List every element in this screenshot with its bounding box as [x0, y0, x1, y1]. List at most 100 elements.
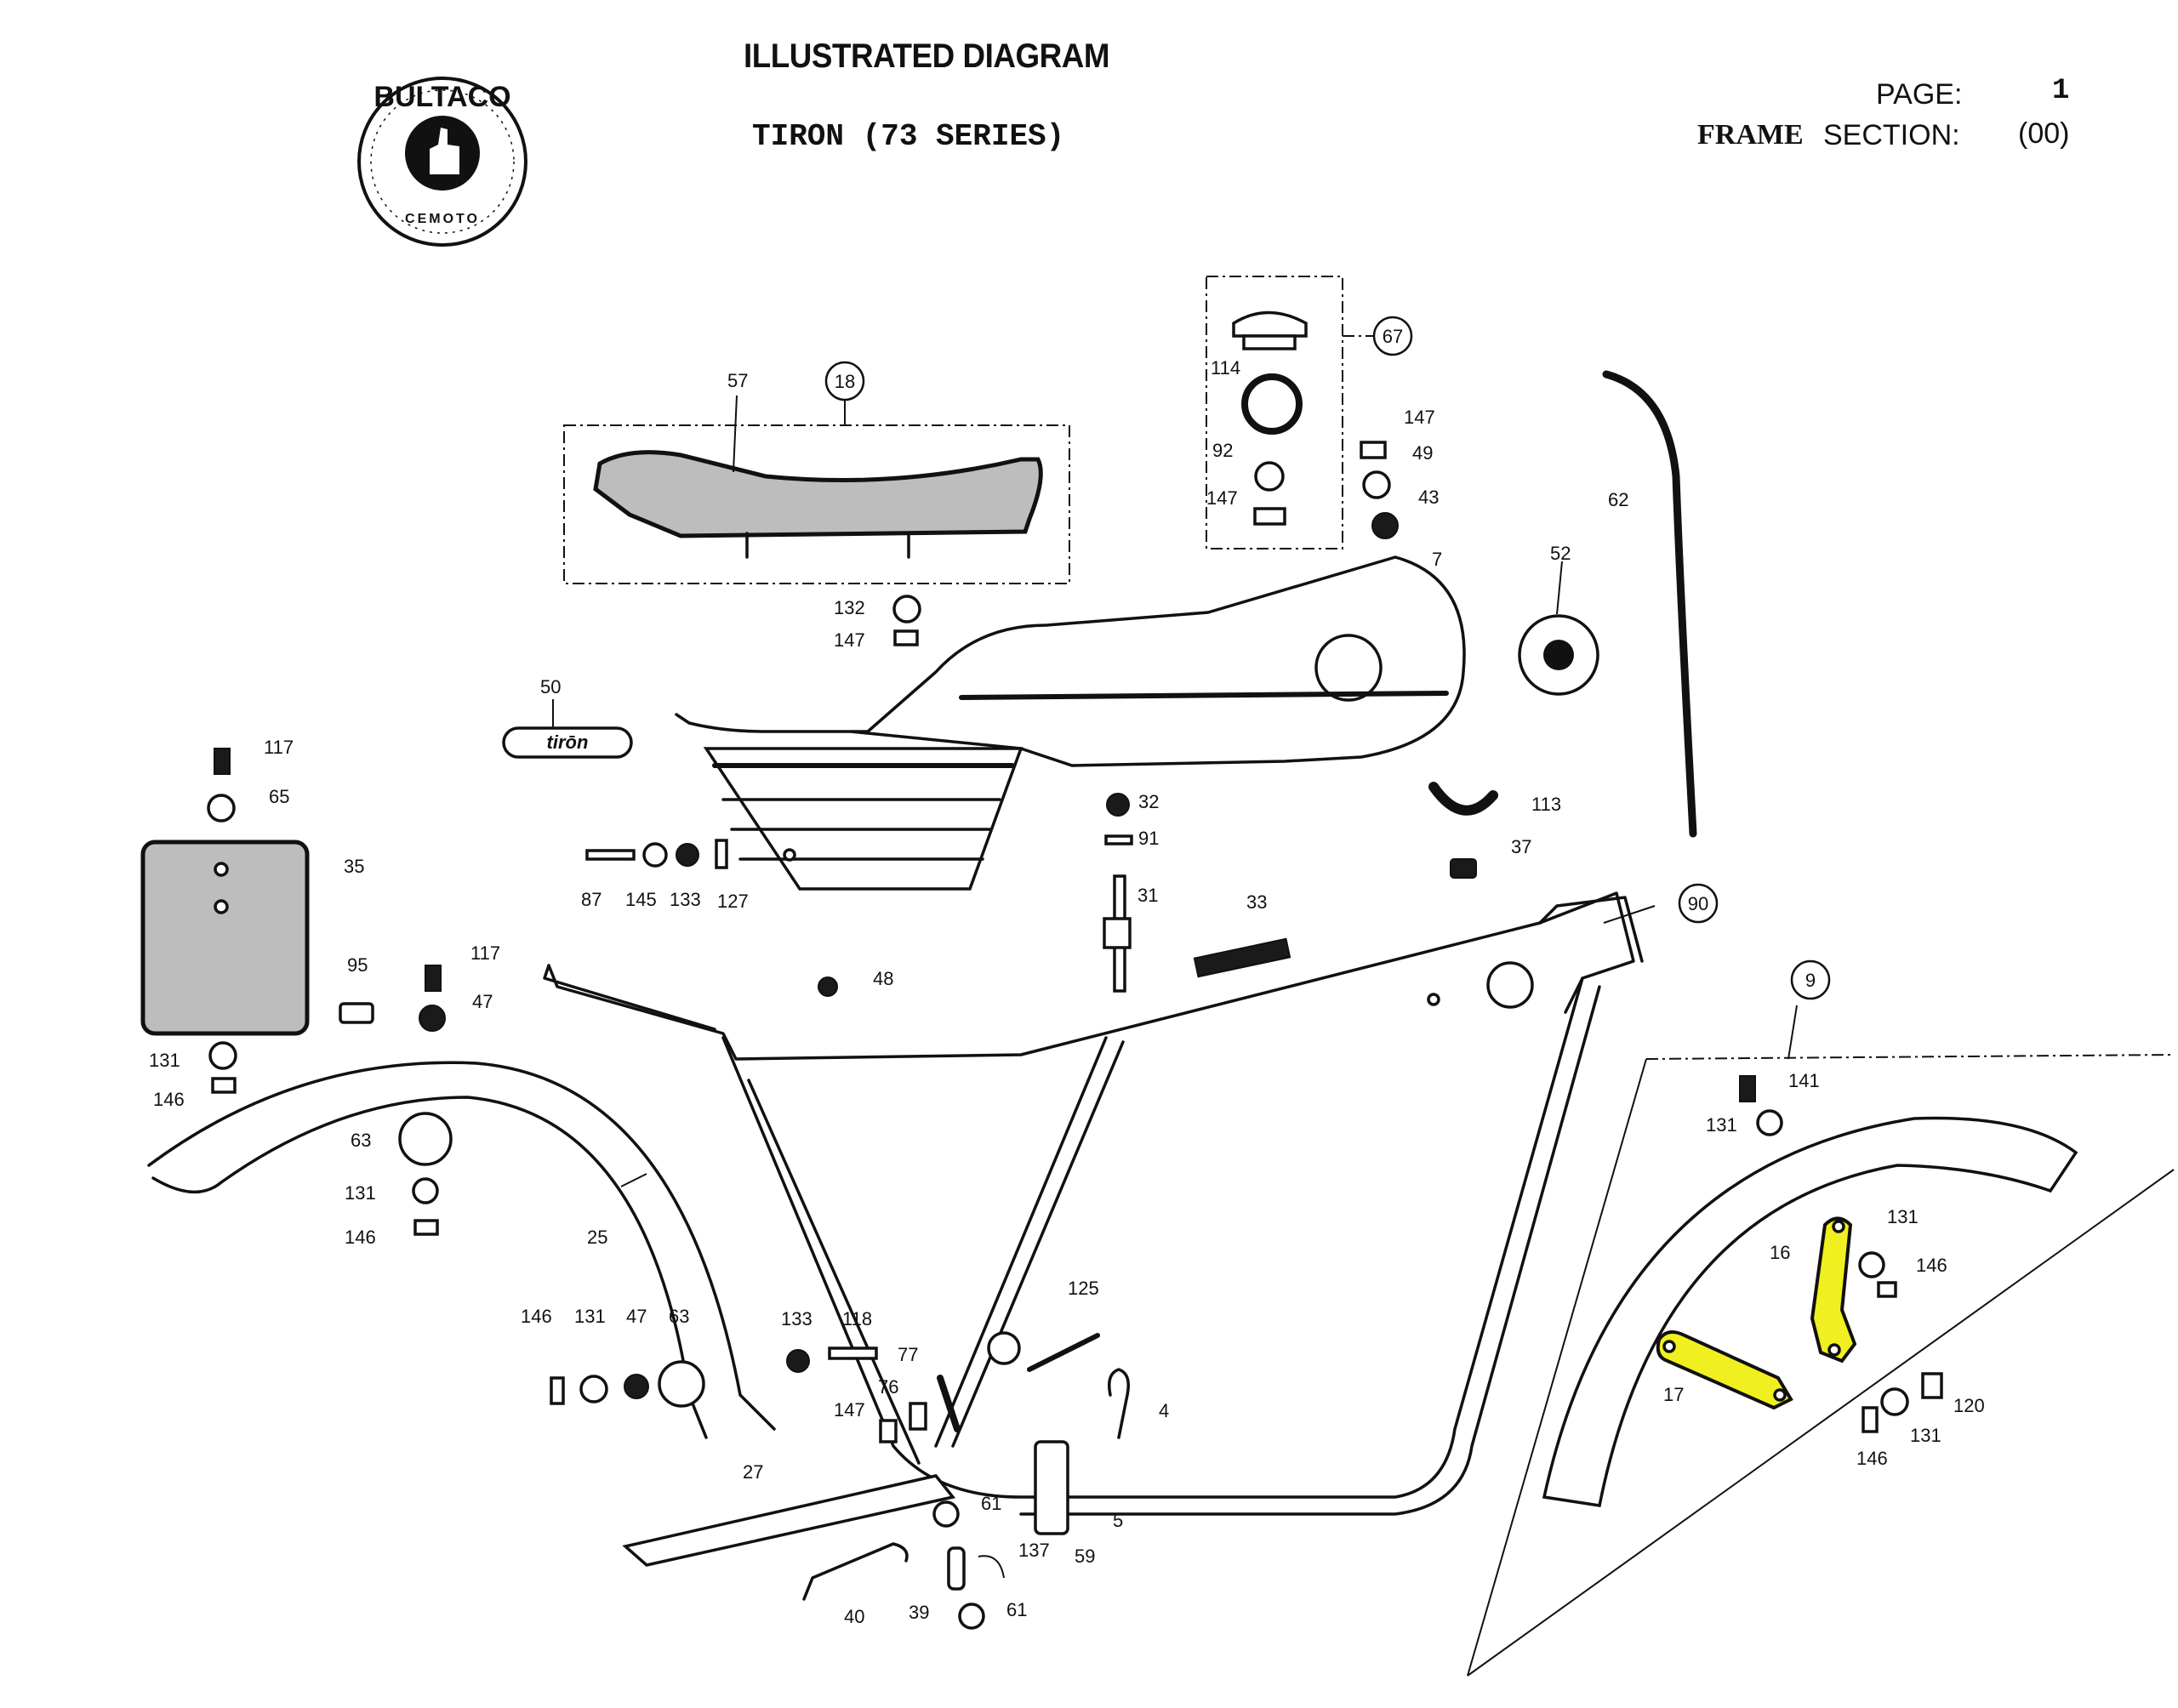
washer-131f-part[interactable] [1880, 1387, 1909, 1416]
bolt-117b-part[interactable] [425, 965, 442, 992]
bolt-120-part[interactable] [1921, 1372, 1943, 1399]
main-frame-part[interactable] [543, 883, 1719, 1516]
callout-147d: 147 [834, 1399, 865, 1420]
nut-146e-part[interactable] [1862, 1406, 1879, 1433]
washer-131-part[interactable] [208, 1041, 237, 1070]
bracket-17-part[interactable] [1656, 1330, 1793, 1410]
washer-61b-part[interactable] [958, 1603, 985, 1630]
nut-147d-part[interactable] [879, 1419, 898, 1443]
bultaco-logo-icon: BULTACO CEMOTO [357, 77, 527, 247]
number-plate-hardware[interactable] [140, 748, 446, 1094]
seat-part[interactable] [593, 450, 1043, 538]
washer-49-part[interactable] [1362, 470, 1391, 499]
callout-65: 65 [269, 786, 289, 807]
fuel-tank-part[interactable] [675, 555, 1466, 891]
callout-32: 32 [1138, 791, 1159, 812]
center-parts[interactable] [818, 782, 1498, 997]
rear-fender-inset[interactable] [1467, 959, 2175, 1677]
rear-fender-part[interactable] [1542, 1116, 2078, 1507]
callout-57: 57 [727, 370, 748, 391]
number-plate-part[interactable] [140, 840, 310, 1036]
spacer-91-part[interactable] [1104, 834, 1133, 845]
side-stand-27-part[interactable] [622, 1474, 956, 1567]
cap-nut-part[interactable] [1253, 507, 1286, 526]
washer-131b-part[interactable] [412, 1177, 439, 1204]
washer-133-part[interactable] [676, 843, 699, 867]
lower-hardware[interactable] [550, 1331, 1130, 1630]
nut-147-part[interactable] [1360, 441, 1387, 459]
washer-61a-part[interactable] [932, 1500, 960, 1528]
washer-133b-part[interactable] [786, 1349, 810, 1373]
hose-113-part[interactable] [1428, 782, 1498, 816]
washer-131e-part[interactable] [1858, 1251, 1885, 1278]
bolt-125-part[interactable] [1027, 1333, 1100, 1372]
clip-127-part[interactable] [715, 839, 728, 869]
callout-39: 39 [909, 1602, 929, 1623]
screw-87-part[interactable] [585, 849, 636, 861]
seat-group-box [563, 424, 1070, 584]
grommet-32-part[interactable] [1106, 793, 1130, 817]
callout-131f: 131 [1910, 1425, 1941, 1446]
front-fender-part[interactable] [147, 1061, 776, 1439]
callout-145: 145 [625, 889, 657, 910]
tiron-badge-part[interactable]: tirōn [502, 699, 633, 759]
cable-62-part[interactable] [1602, 370, 1697, 838]
callout-76: 76 [878, 1376, 898, 1398]
nut-146b-part[interactable] [413, 1219, 439, 1236]
callout-133a: 133 [670, 889, 701, 910]
callout-59: 59 [1075, 1546, 1095, 1567]
rubber-43-part[interactable] [1371, 512, 1399, 539]
decal-33-part[interactable] [1193, 937, 1291, 978]
grommet-95-part[interactable] [339, 1002, 374, 1024]
nut-146d-part[interactable] [1877, 1281, 1897, 1298]
callout-4: 4 [1159, 1400, 1169, 1421]
washer-47b-part[interactable] [624, 1374, 649, 1399]
callout-61a: 61 [981, 1493, 1001, 1514]
logo-sub: CEMOTO [405, 212, 480, 226]
washer-131c-part[interactable] [579, 1375, 608, 1403]
bolt-117-part[interactable] [214, 748, 231, 775]
nut-146c-part[interactable] [550, 1376, 565, 1405]
grommet-145-part[interactable] [642, 842, 668, 868]
bracket-16-part[interactable] [1810, 1216, 1857, 1364]
washer-63b-part[interactable] [658, 1360, 705, 1408]
bushing-part[interactable] [987, 1331, 1021, 1365]
fuel-cap-assembly[interactable] [1206, 276, 1413, 549]
eyelet-4-part[interactable] [1108, 1368, 1130, 1439]
washer-47-part[interactable] [419, 1005, 446, 1032]
fuel-cap-part[interactable] [1232, 310, 1308, 338]
bolt-118-part[interactable] [828, 1346, 878, 1360]
callout-67: 67 [1383, 326, 1403, 347]
tank-hardware[interactable] [892, 441, 1399, 646]
washer-63-part[interactable] [398, 1112, 453, 1166]
washer-131d-part[interactable] [1756, 1109, 1783, 1136]
callout-117b: 117 [470, 942, 500, 964]
rubber-37-part[interactable] [1450, 858, 1477, 879]
callout-61b: 61 [1006, 1599, 1027, 1620]
link-39-part[interactable] [947, 1546, 966, 1591]
callout-91: 91 [1138, 828, 1159, 849]
callout-31: 31 [1137, 885, 1158, 906]
page-number: 1 [2052, 75, 2070, 107]
svg-text:tirōn: tirōn [547, 732, 589, 753]
footrest-5-part[interactable] [1034, 1440, 1069, 1535]
seat-assembly[interactable] [563, 361, 1070, 584]
side-panel-hardware[interactable] [585, 839, 728, 869]
nut-147b-part[interactable] [893, 629, 919, 646]
pin-137-part[interactable] [978, 1555, 1005, 1579]
callout-146e: 146 [1856, 1448, 1888, 1469]
spring-40-part[interactable] [802, 1542, 909, 1601]
cap-gasket-part[interactable] [1241, 373, 1303, 435]
grommet-48-part[interactable] [818, 976, 838, 997]
callout-114: 114 [1211, 357, 1240, 379]
callout-49: 49 [1412, 442, 1433, 464]
washer-65-part[interactable] [207, 794, 236, 823]
tank-emblem-part[interactable] [1518, 561, 1599, 696]
washer-132-part[interactable] [892, 595, 921, 623]
spring-77-part[interactable] [937, 1375, 961, 1432]
bolt-141-part[interactable] [1739, 1075, 1756, 1102]
cap-washer-part[interactable] [1254, 461, 1285, 492]
nut-146-part[interactable] [211, 1077, 237, 1094]
spacer-76-part[interactable] [909, 1402, 927, 1431]
callout-131b: 131 [345, 1182, 376, 1204]
